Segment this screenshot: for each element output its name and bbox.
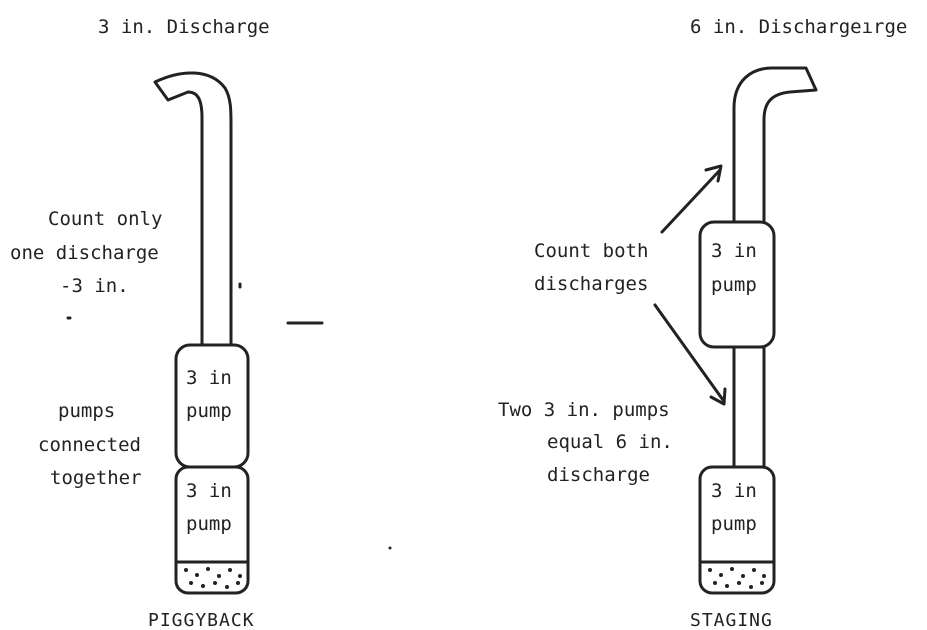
right-caption: STAGING (690, 610, 773, 630)
left-side-label-line-2: connected (38, 434, 141, 456)
right-pump-upper-label: pump (711, 274, 757, 296)
right-pump-upper (698, 220, 776, 349)
left-pump-upper-label: pump (186, 400, 232, 422)
right-note-line-1: Count both (534, 240, 648, 262)
right-note2-line-2: equal 6 in. (547, 431, 673, 453)
left-discharge-pipe (153, 71, 233, 349)
right-discharge-pipe (732, 66, 818, 224)
left-side-label-line-3: together (50, 467, 142, 489)
left-note-line-1: Count only (48, 208, 162, 230)
left-note-line-2: one discharge (10, 242, 159, 264)
left-intake-screen (184, 567, 242, 589)
right-arrow-upper-head (704, 164, 723, 183)
right-pump-lower-size: 3 in (711, 480, 757, 502)
right-arrow-lower-head (709, 387, 727, 406)
left-pump-lower-size: 3 in (186, 480, 232, 502)
stray-dot (388, 546, 392, 550)
right-note-line-2: discharges (534, 273, 648, 295)
left-caption: PIGGYBACK (148, 610, 255, 630)
right-title: 6 in. Dischargeırge (690, 16, 907, 38)
left-note-line-3: -3 in. (60, 275, 129, 297)
right-note2-line-1: Two 3 in. pumps (498, 399, 670, 421)
right-arrow-upper (660, 168, 722, 234)
right-pump-lower-label: pump (711, 513, 757, 535)
right-note2-line-3: discharge (547, 464, 650, 486)
left-pump-lower-label: pump (186, 513, 232, 535)
left-pump-upper-size: 3 in (186, 367, 232, 389)
left-title: 3 in. Discharge (98, 16, 270, 38)
right-arrow-lower (653, 303, 725, 402)
right-pump-upper-size: 3 in (711, 240, 757, 262)
left-side-label-line-1: pumps (58, 400, 115, 422)
right-intake-screen (708, 567, 766, 589)
